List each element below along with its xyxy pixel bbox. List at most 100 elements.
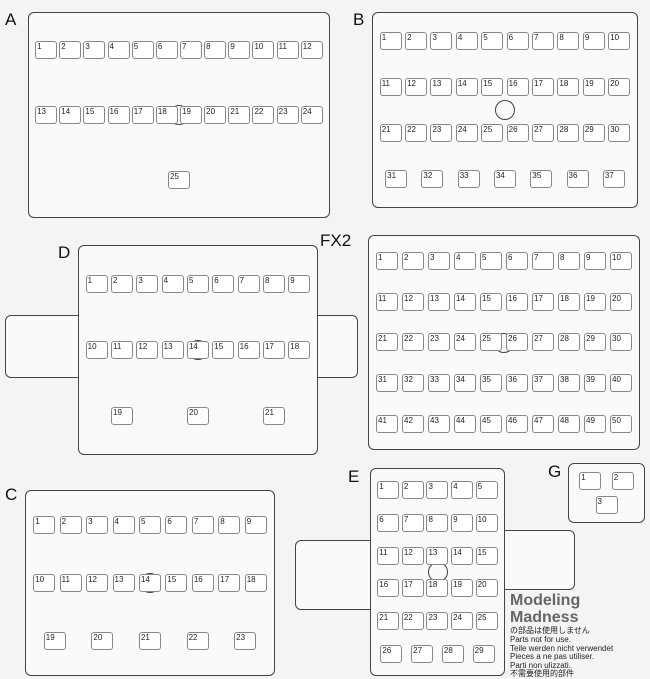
part-fx2-7: 7	[532, 252, 554, 271]
part-fx2-10: 10	[610, 252, 632, 271]
part-fx2-19: 19	[584, 292, 606, 311]
part-a-4: 4	[107, 41, 130, 60]
part-d-15: 15	[212, 341, 235, 359]
part-a-24: 24	[300, 105, 323, 124]
part-fx2-8: 8	[558, 252, 580, 271]
part-b-34: 34	[493, 170, 516, 188]
part-b-5: 5	[481, 32, 504, 50]
part-e-24: 24	[451, 611, 474, 630]
part-a-2: 2	[59, 41, 82, 60]
part-e-1: 1	[377, 481, 400, 500]
part-d-10: 10	[85, 341, 108, 359]
part-e-20: 20	[475, 579, 498, 598]
part-fx2-11: 11	[376, 292, 398, 311]
part-d-20: 20	[187, 407, 209, 425]
part-b-3: 3	[430, 32, 453, 50]
part-a-5: 5	[131, 41, 154, 60]
note-de: Teile werden nicht verwendet	[510, 643, 614, 653]
part-fx2-41: 41	[376, 414, 398, 433]
part-d-4: 4	[161, 275, 184, 293]
sprue-e-right-extension	[498, 530, 575, 590]
part-fx2-23: 23	[428, 333, 450, 352]
note-jp: の部品は使用しません	[510, 626, 590, 635]
part-c-9: 9	[244, 516, 267, 534]
part-fx2-21: 21	[376, 333, 398, 352]
sprue-d-left-extension	[5, 315, 85, 378]
part-b-29: 29	[582, 124, 605, 142]
watermark: Modeling Madness の部品は使用しません Parts not fo…	[510, 592, 650, 679]
part-e-14: 14	[451, 546, 474, 565]
part-b-18: 18	[557, 78, 580, 96]
part-c-12: 12	[86, 574, 109, 592]
part-a-10: 10	[252, 41, 275, 60]
part-fx2-28: 28	[558, 333, 580, 352]
part-fx2-47: 47	[532, 414, 554, 433]
part-b-20: 20	[608, 78, 631, 96]
part-b-10: 10	[608, 32, 631, 50]
part-b-19: 19	[582, 78, 605, 96]
sprue-label-a: A	[5, 10, 17, 29]
part-d-2: 2	[110, 275, 133, 293]
part-fx2-39: 39	[584, 374, 606, 393]
part-fx2-14: 14	[454, 292, 476, 311]
part-c-17: 17	[218, 574, 241, 592]
part-c-7: 7	[191, 516, 214, 534]
part-d-13: 13	[161, 341, 184, 359]
part-e-2: 2	[401, 481, 424, 500]
part-fx2-45: 45	[480, 414, 502, 433]
part-c-5: 5	[138, 516, 161, 534]
part-fx2-49: 49	[584, 414, 606, 433]
part-a-12: 12	[300, 41, 323, 60]
part-e-4: 4	[451, 481, 474, 500]
part-fx2-35: 35	[480, 374, 502, 393]
part-c-16: 16	[191, 574, 214, 592]
part-b-7: 7	[532, 32, 555, 50]
part-b-8: 8	[557, 32, 580, 50]
part-d-5: 5	[186, 275, 209, 293]
part-fx2-50: 50	[610, 414, 632, 433]
part-a-18: 18	[155, 105, 178, 124]
part-e-10: 10	[475, 513, 498, 532]
part-d-21: 21	[263, 407, 285, 425]
part-a-16: 16	[107, 105, 130, 124]
part-b-1: 1	[379, 32, 402, 50]
part-b-33: 33	[457, 170, 480, 188]
part-b-28: 28	[557, 124, 580, 142]
part-a-17: 17	[131, 105, 154, 124]
part-g-3: 3	[595, 496, 618, 514]
part-b-14: 14	[455, 78, 478, 96]
part-b-35: 35	[530, 170, 553, 188]
part-b-36: 36	[566, 170, 589, 188]
part-b-22: 22	[405, 124, 428, 142]
part-e-11: 11	[377, 546, 400, 565]
part-d-7: 7	[237, 275, 260, 293]
part-c-21: 21	[138, 632, 161, 650]
part-b-30: 30	[608, 124, 631, 142]
note-it: Parti non ulizzati.	[510, 661, 571, 671]
part-b-13: 13	[430, 78, 453, 96]
part-c-8: 8	[218, 516, 241, 534]
part-fx2-37: 37	[532, 374, 554, 393]
part-e-19: 19	[451, 579, 474, 598]
sprue-label-d: D	[58, 243, 71, 262]
runner-gate	[495, 100, 515, 120]
part-fx2-38: 38	[558, 374, 580, 393]
part-d-11: 11	[110, 341, 133, 359]
part-fx2-44: 44	[454, 414, 476, 433]
part-c-19: 19	[43, 632, 66, 650]
part-d-8: 8	[262, 275, 285, 293]
part-c-11: 11	[59, 574, 82, 592]
part-e-21: 21	[377, 611, 400, 630]
part-e-26: 26	[380, 644, 403, 663]
part-fx2-22: 22	[402, 333, 424, 352]
part-a-8: 8	[204, 41, 227, 60]
part-a-13: 13	[35, 105, 58, 124]
part-a-22: 22	[252, 105, 275, 124]
part-a-20: 20	[204, 105, 227, 124]
